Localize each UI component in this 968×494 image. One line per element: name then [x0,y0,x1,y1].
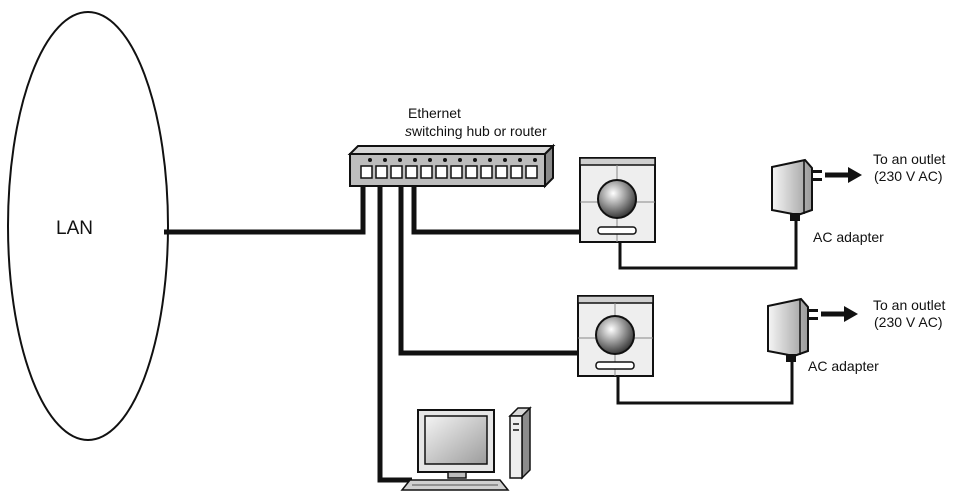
ac-adapter-icon [767,297,818,362]
computer-icon [400,406,532,491]
cable-lan-hub [164,164,366,235]
outlet-label-2-line2: (230 V AC) [874,314,943,330]
arrow-right-icon [821,306,858,322]
arrow-right-icon [825,167,862,183]
adapter-label-2: AC adapter [808,358,879,374]
camera-device-icon [579,157,656,243]
lan-cloud [7,11,169,441]
hub-icon [347,143,556,189]
cable-hub-camera-2 [398,164,585,356]
cord-adapter-camera-1 [618,214,798,270]
hub-label-line2-italic: s [405,123,412,139]
hub-label-line2: switching hub or router [405,123,547,139]
power-cords [616,214,798,405]
camera-device-icon [577,295,654,377]
cable-hub-computer [377,164,412,483]
adapter-label-1: AC adapter [813,229,884,245]
hub-label-line1: Ethernet [408,105,461,121]
ac-adapter-icon [771,158,822,221]
lan-label: LAN [56,218,93,239]
hub-label-line2-rest: witching hub or router [412,123,547,139]
outlet-label-2-line1: To an outlet [873,297,946,313]
outlet-label-1-line2: (230 V AC) [874,168,943,184]
cord-adapter-camera-2 [616,360,794,405]
outlet-label-1-line1: To an outlet [873,151,946,167]
